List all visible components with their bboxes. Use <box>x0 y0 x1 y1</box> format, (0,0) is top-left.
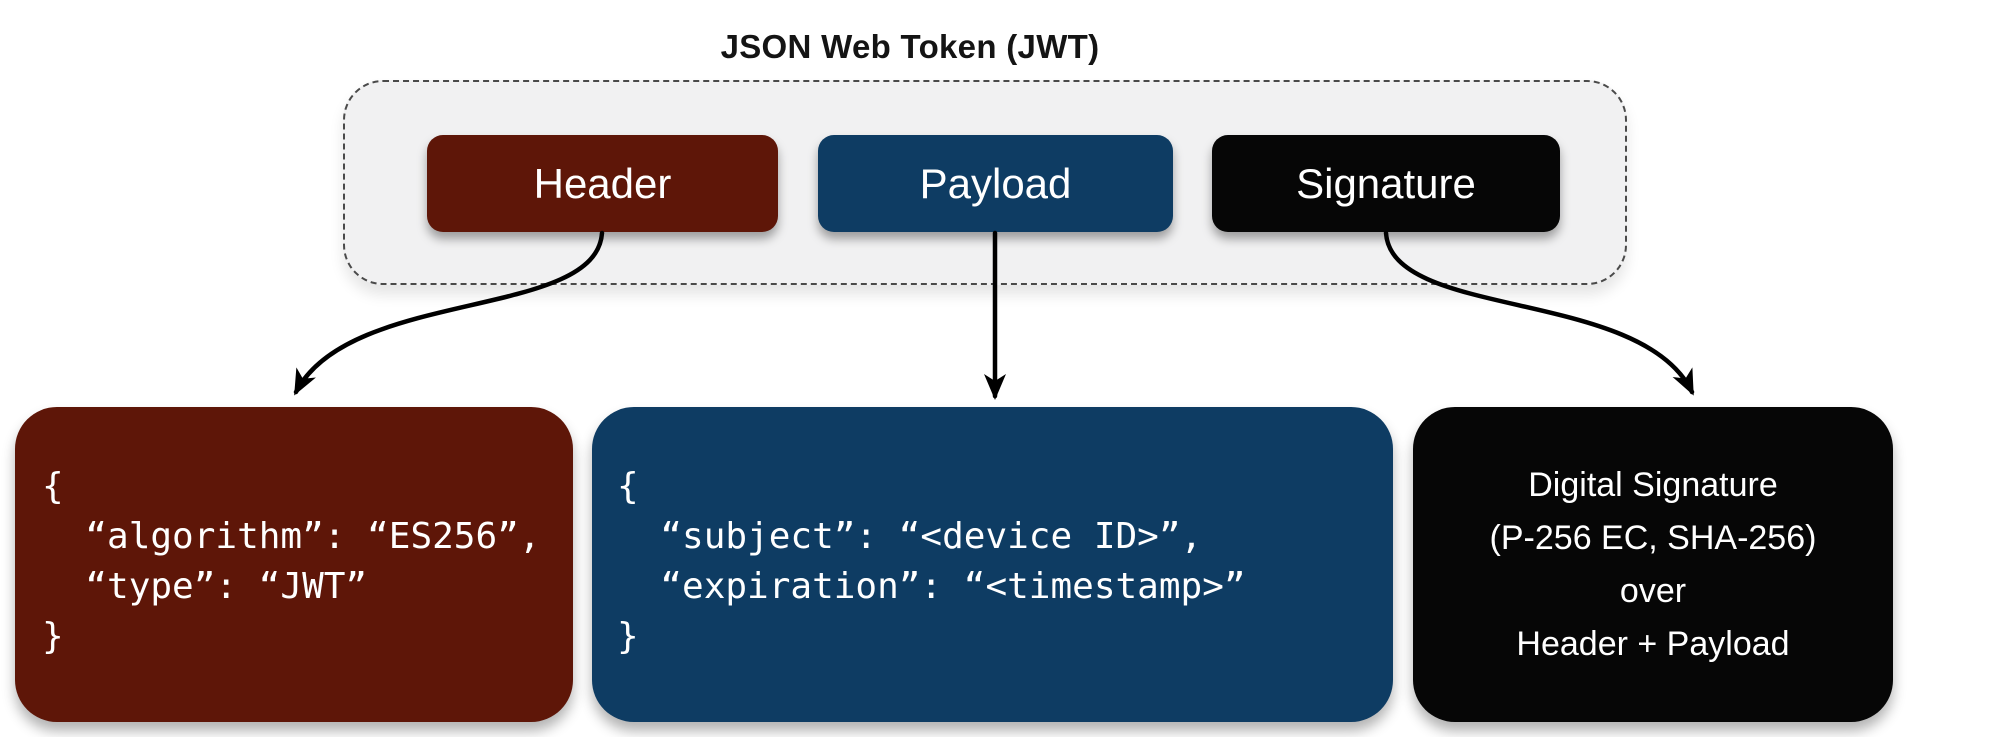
code-line: “expiration”: “<timestamp>” <box>617 566 1246 607</box>
header-detail-box: { “algorithm”: “ES256”, “type”: “JWT” } <box>15 407 573 722</box>
diagram-title: JSON Web Token (JWT) <box>720 28 1100 65</box>
payload-detail-box: { “subject”: “<device ID>”, “expiration”… <box>592 407 1393 722</box>
code-line: “type”: “JWT” <box>42 566 368 607</box>
signature-text-line: Header + Payload <box>1516 625 1790 663</box>
code-line: } <box>617 616 639 657</box>
payload-chip: Payload <box>818 135 1173 232</box>
signature-chip: Signature <box>1212 135 1560 232</box>
code-line: { <box>42 466 64 507</box>
signature-detail-box: Digital Signature (P-256 EC, SHA-256) ov… <box>1413 407 1893 722</box>
signature-text-line: Digital Signature <box>1528 466 1778 504</box>
signature-text-line: over <box>1619 572 1687 610</box>
code-line: “algorithm”: “ES256”, <box>42 516 541 557</box>
code-line: { <box>617 466 639 507</box>
signature-text-line: (P-256 EC, SHA-256) <box>1489 519 1817 557</box>
code-line: “subject”: “<device ID>”, <box>617 516 1203 557</box>
code-line: } <box>42 616 64 657</box>
header-chip: Header <box>427 135 778 232</box>
